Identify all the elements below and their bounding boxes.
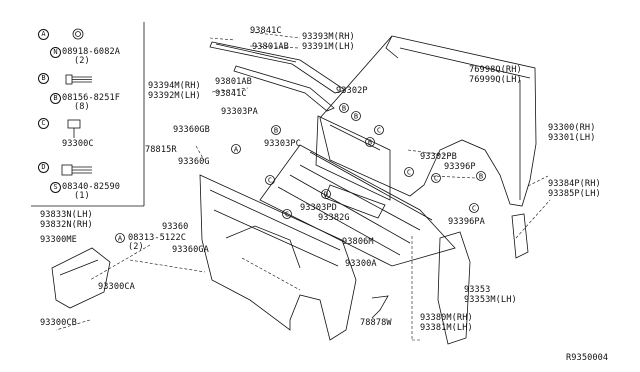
label-08313-qty: (2) — [128, 242, 144, 252]
label-93833n: 93833N(LH) — [40, 210, 93, 220]
label-93353: 93353 — [464, 285, 491, 295]
callout-a-1-text: A — [234, 146, 239, 154]
label-93360: 93360 — [162, 222, 189, 232]
label-93360gb: 93360GB — [173, 125, 210, 135]
label-93391m: 93391M(LH) — [302, 42, 355, 52]
label-78878w: 78878W — [360, 318, 392, 328]
legend-qty-b: (8) — [74, 102, 90, 112]
label-93300a: 93300A — [345, 259, 377, 269]
callout-b-5-text: B — [479, 173, 483, 181]
callout-a-2 — [115, 233, 125, 243]
label-93300-rh: 93300(RH) — [548, 123, 596, 133]
callout-b-1-text: B — [342, 105, 346, 113]
callout-d-1 — [321, 189, 331, 199]
bed-floor — [259, 144, 456, 267]
label-93394m: 93394M(RH) — [148, 81, 201, 91]
callout-c-3 — [282, 209, 292, 219]
legend-key-c: C — [38, 118, 49, 129]
diagram-id: R9350004 — [566, 353, 609, 363]
callout-c-4 — [404, 167, 414, 177]
callout-c-3-text: C — [285, 211, 289, 219]
callout-c-1-text: C — [377, 127, 381, 135]
legend-prefix-d: S — [50, 182, 61, 193]
callout-b-5 — [476, 171, 486, 181]
callout-c-1 — [374, 125, 384, 135]
label-93300cb: 93300CB — [40, 318, 77, 328]
callout-a-1 — [231, 144, 241, 154]
label-93303pd: 93303PD — [300, 203, 337, 213]
callout-c-5-text: C — [434, 175, 438, 183]
step-bracket — [371, 295, 389, 319]
callout-c-5 — [431, 173, 441, 183]
label-93382g: 93382G — [318, 213, 350, 223]
legend-part-a: 08918-6082A — [62, 47, 121, 57]
screw-icon — [61, 164, 92, 176]
label-93381m: 93381M(LH) — [420, 323, 473, 333]
label-93841c-top: 93841C — [250, 26, 282, 36]
label-76998q: 76998Q(RH) — [469, 65, 522, 75]
label-93396p: 93396P — [444, 162, 476, 172]
label-93832n: 93832N(RH) — [40, 220, 93, 230]
label-93303pa: 93303PA — [221, 107, 258, 117]
label-93841c-mid: 93841C — [215, 89, 247, 99]
bracket-right — [511, 213, 529, 259]
callout-d-1-text: D — [324, 191, 328, 199]
callout-b-3-text: B — [368, 139, 372, 147]
label-93396pa: 93396PA — [448, 217, 485, 227]
bolt-icon — [65, 74, 92, 85]
callout-b-2-text: B — [354, 113, 358, 121]
label-93385p: 93385P(LH) — [548, 189, 601, 199]
label-76999q: 76999Q(LH) — [469, 75, 522, 85]
label-93353m: 93353M(LH) — [464, 295, 517, 305]
callout-b-2 — [351, 111, 361, 121]
callout-c-4-text: C — [407, 169, 411, 177]
label-08313: 08313-5122C — [128, 233, 187, 243]
legend-qty-d: (1) — [74, 191, 90, 201]
label-93392m: 93392M(LH) — [148, 91, 201, 101]
legend-prefix-a: N — [50, 47, 61, 58]
label-93360ga: 93360GA — [172, 245, 209, 255]
clip-icon — [67, 119, 81, 138]
label-93301-lh: 93301(LH) — [548, 133, 596, 143]
callout-b-3 — [365, 137, 375, 147]
label-93384p: 93384P(RH) — [548, 179, 601, 189]
tailgate-pillar — [437, 231, 471, 345]
callout-b-4-text: B — [274, 127, 278, 135]
callout-c-6 — [469, 203, 479, 213]
label-93393m: 93393M(RH) — [302, 32, 355, 42]
legend-part-b: 08156-8251F — [62, 93, 121, 103]
legend-key-a: A — [38, 29, 49, 40]
label-93300ca: 93300CA — [98, 282, 135, 292]
label-93806m: 93806M — [342, 237, 374, 247]
bed-side-panel-left — [199, 174, 357, 341]
label-93801ab-top: 93801AB — [252, 42, 289, 52]
callout-a-2-text: A — [118, 235, 123, 243]
legend-part-c: 93300C — [62, 139, 94, 149]
bed-side-panel-right — [319, 35, 537, 207]
nut-icon — [72, 28, 84, 40]
callout-b-4 — [271, 125, 281, 135]
label-93302pb: 93302PB — [420, 152, 457, 162]
legend-qty-a: (2) — [74, 56, 90, 66]
callout-c-6-text: C — [472, 205, 476, 213]
legend-prefix-b: B — [50, 93, 61, 104]
label-93303pc: 93303PC — [264, 139, 301, 149]
legend-key-d: D — [38, 162, 49, 173]
label-93801ab-mid: 93801AB — [215, 77, 252, 87]
label-93360g: 93360G — [178, 157, 210, 167]
callout-c-2 — [265, 175, 275, 185]
callout-b-1 — [339, 103, 349, 113]
liner-left — [51, 247, 111, 309]
callout-c-2-text: C — [268, 177, 272, 185]
label-93300me: 93300ME — [40, 235, 77, 245]
label-93302p: 93302P — [336, 86, 368, 96]
label-93380m: 93380M(RH) — [420, 313, 473, 323]
legend-key-b: B — [38, 73, 49, 84]
front-panel — [315, 115, 391, 201]
rail-upper — [209, 41, 346, 94]
rail-lower — [233, 65, 335, 112]
legend-part-d: 08340-82590 — [62, 182, 121, 192]
label-78815r: 78815R — [145, 145, 177, 155]
